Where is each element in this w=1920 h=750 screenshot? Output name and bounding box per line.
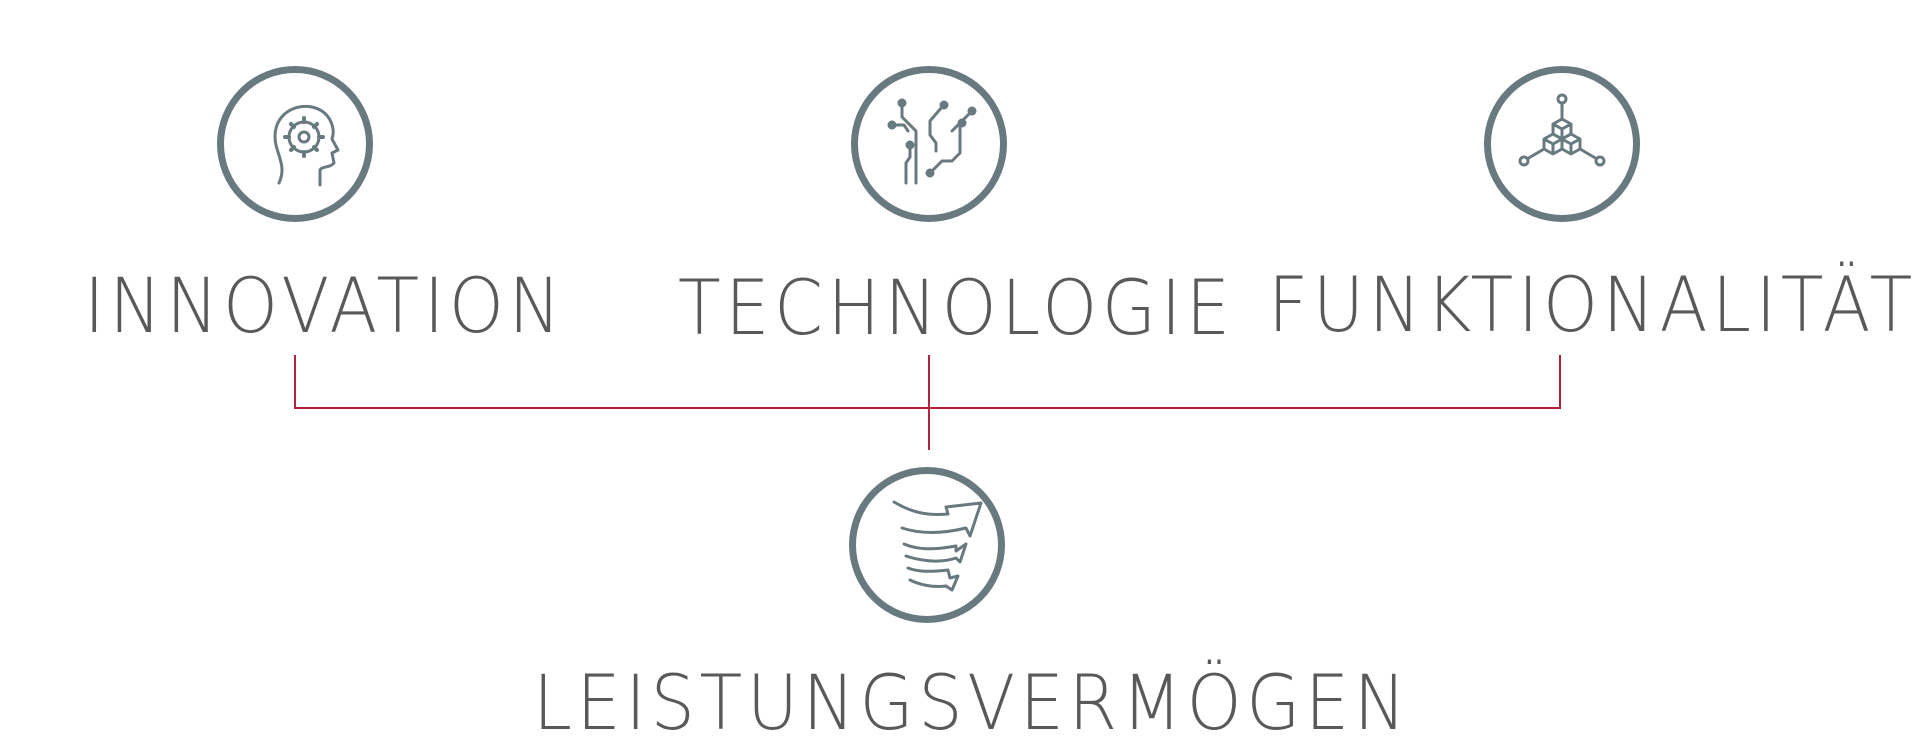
tornado-arrows-icon [892, 500, 983, 592]
connector-technologie [928, 355, 930, 450]
funktionalitaet-label: FUNKTIONALITÄT [1268, 260, 1918, 349]
technologie-label: TECHNOLOGIE [678, 263, 1235, 352]
connector-funktionalitaet [1559, 355, 1561, 409]
technologie-circle [851, 66, 1007, 222]
circuit-icon [887, 98, 977, 185]
innovation-circle [217, 66, 373, 222]
funktionalitaet-circle [1484, 66, 1640, 222]
leistungsvermoegen-label: LEISTUNGSVERMÖGEN [533, 658, 1411, 747]
cubes-network-icon [1518, 93, 1606, 167]
leistungsvermoegen-circle [849, 467, 1005, 623]
innovation-label: INNOVATION [84, 261, 566, 350]
connector-innovation [294, 355, 296, 409]
head-gear-icon [273, 104, 340, 187]
connector-horizontal [294, 407, 1561, 409]
